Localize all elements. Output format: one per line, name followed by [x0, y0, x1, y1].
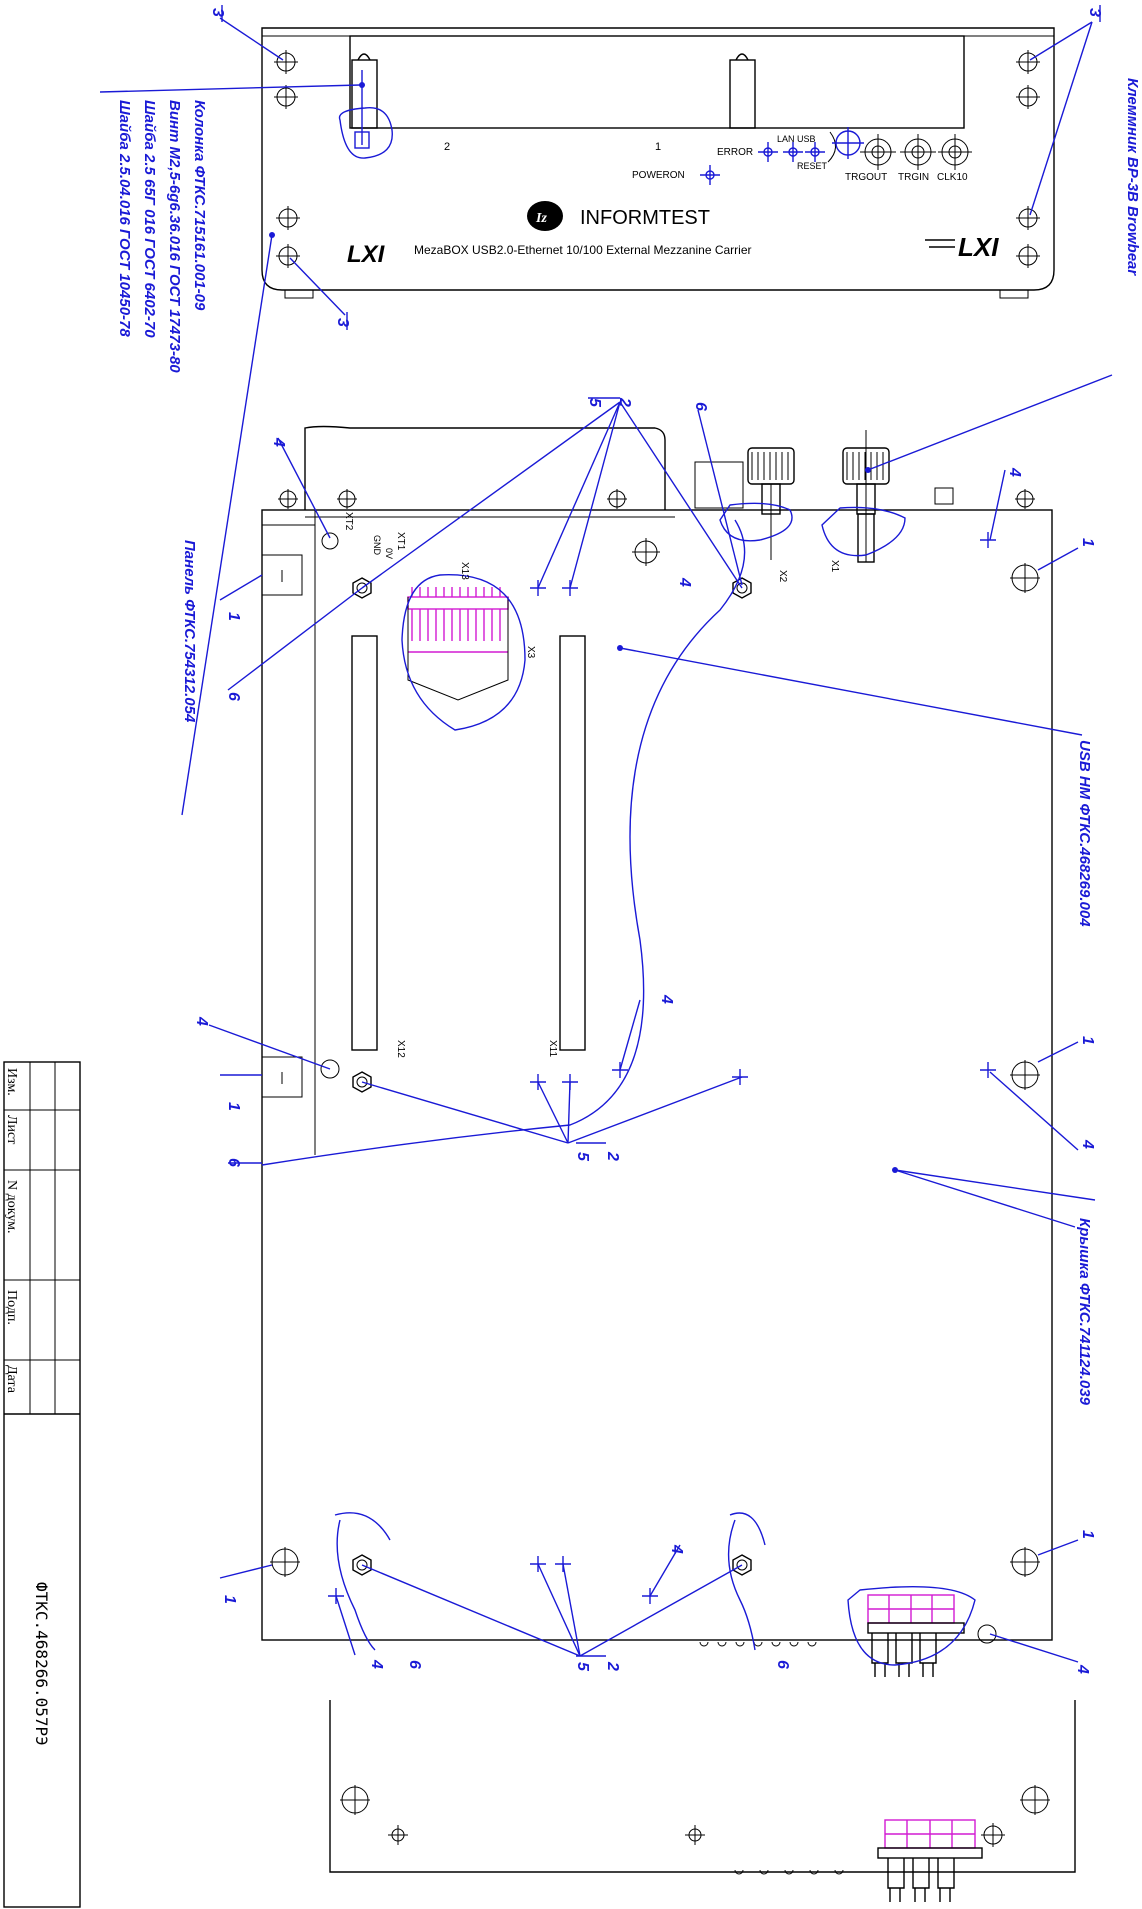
- svg-text:6: 6: [774, 1660, 791, 1669]
- svg-text:6: 6: [406, 1660, 423, 1669]
- svg-text:4: 4: [368, 1659, 385, 1669]
- corner-holes: [270, 532, 1040, 1644]
- svg-text:2: 2: [604, 1661, 621, 1671]
- top-terminals: [694, 430, 954, 563]
- lan-usb-label: LAN USB: [777, 134, 816, 144]
- svg-text:1: 1: [225, 1102, 242, 1111]
- product-caption: MezaBOX USB2.0-Ethernet 10/100 External …: [414, 243, 752, 257]
- callout-usb-module: USB НМ ФТКС.468269.004: [1076, 740, 1093, 927]
- svg-text:5: 5: [574, 1662, 591, 1672]
- side-view: [329, 1700, 1076, 1902]
- svg-text:XT1: XT1: [395, 532, 406, 551]
- svg-text:6: 6: [692, 402, 709, 411]
- svg-text:X13: X13: [459, 562, 470, 580]
- svg-text:6: 6: [225, 692, 242, 701]
- svg-text:4: 4: [193, 1016, 210, 1026]
- board-view: [261, 425, 1053, 1677]
- svg-text:5: 5: [574, 1152, 591, 1162]
- error-label: ERROR: [717, 147, 753, 158]
- svg-text:X12: X12: [395, 1040, 406, 1058]
- svg-text:4: 4: [1079, 1139, 1096, 1149]
- svg-text:4: 4: [1006, 467, 1023, 477]
- brand-text: INFORMTEST: [580, 207, 710, 229]
- callout-panel: Панель ФТКС.754312.054: [181, 540, 198, 723]
- svg-text:XT2: XT2: [343, 512, 354, 531]
- svg-text:X3: X3: [525, 646, 536, 659]
- title-block: Изм. Лист N докум. Подп. Дата ФТКС.46826…: [3, 1061, 81, 1908]
- svg-text:1: 1: [225, 612, 242, 621]
- svg-text:1: 1: [1079, 1036, 1096, 1045]
- document-code: ФТКС.468266.057РЭ: [32, 1582, 51, 1746]
- trgout-label: TRGOUT: [845, 172, 887, 183]
- callout-screw: Винт М2,5-6g6.36.016 ГОСТ 17473-80: [166, 100, 183, 373]
- svg-text:1: 1: [1079, 538, 1096, 547]
- lxi-logo-left: LXI: [347, 241, 386, 268]
- svg-text:GND: GND: [372, 535, 382, 556]
- callout-washer-2: Шайба 2.5.04.016 ГОСТ 10450-78: [116, 100, 133, 337]
- svg-text:4: 4: [270, 437, 287, 447]
- svg-text:Iz: Iz: [535, 211, 547, 226]
- callout-parts-list: Колонка ФТКС.715161.001-09 Винт М2,5-6g6…: [116, 100, 208, 373]
- th-sheet: Лист: [4, 1115, 19, 1144]
- x13-connector: [407, 587, 509, 653]
- callout-column: Колонка ФТКС.715161.001-09: [191, 100, 208, 311]
- svg-text:X2: X2: [777, 570, 788, 583]
- bottom-terminals: [867, 1594, 965, 1677]
- slot-2-label: 2: [444, 141, 450, 153]
- svg-text:4: 4: [658, 994, 675, 1004]
- callout-terminal: Клеммник ВР-3В Browbear: [1124, 78, 1141, 276]
- svg-text:6: 6: [225, 1158, 242, 1167]
- svg-text:2: 2: [604, 1151, 621, 1161]
- svg-text:3: 3: [1086, 8, 1103, 17]
- svg-text:0V: 0V: [384, 548, 394, 559]
- front-panel-view: 2 1 POWERON ERROR LAN USB RESET TRGOUT T…: [261, 27, 1055, 299]
- svg-text:3: 3: [334, 318, 351, 327]
- th-doc-number: N докум.: [4, 1180, 19, 1234]
- poweron-label: POWERON: [632, 170, 685, 181]
- clk10-label: CLK10: [937, 172, 968, 183]
- coax-connectors: [832, 127, 972, 170]
- top-edge-marks: [278, 489, 1035, 509]
- leader-points: [269, 82, 898, 1173]
- placement-crosses: [328, 532, 996, 1604]
- slot-1-label: 1: [655, 141, 661, 153]
- trgin-label: TRGIN: [898, 172, 929, 183]
- leader-lines: [99, 17, 1113, 1663]
- th-change: Изм.: [4, 1068, 19, 1096]
- callout-cover: Крышка ФТКС.741124.039: [1076, 1218, 1093, 1406]
- th-signature: Подп.: [4, 1290, 19, 1325]
- svg-text:4: 4: [1074, 1664, 1091, 1674]
- item-numbers: 3 3 3 2 5 6 4 4 1 4 1 6 4 4 1 1 4 2 5 6 …: [193, 5, 1103, 1674]
- informtest-logo-icon: Iz: [527, 201, 563, 231]
- svg-text:3: 3: [209, 8, 226, 17]
- svg-text:5: 5: [586, 398, 603, 408]
- callout-washer-1: Шайба 2.5 65Г 016 ГОСТ 6402-70: [141, 100, 158, 338]
- svg-text:4: 4: [676, 577, 693, 587]
- crosshair-marks: [274, 50, 1040, 268]
- svg-text:X11: X11: [547, 1040, 558, 1057]
- th-date: Дата: [4, 1365, 19, 1394]
- svg-text:X1: X1: [829, 560, 840, 573]
- svg-text:4: 4: [668, 1544, 685, 1554]
- svg-text:2: 2: [616, 397, 633, 407]
- reset-label: RESET: [797, 161, 828, 171]
- svg-text:1: 1: [1079, 1530, 1096, 1539]
- svg-text:1: 1: [221, 1595, 238, 1604]
- board-reference-labels: XT1 XT2 GND 0V X13 X3 X2 X1 X12 X11: [343, 512, 840, 1058]
- lxi-logo-right: LXI: [958, 232, 999, 262]
- hex-standoffs: [352, 577, 752, 1576]
